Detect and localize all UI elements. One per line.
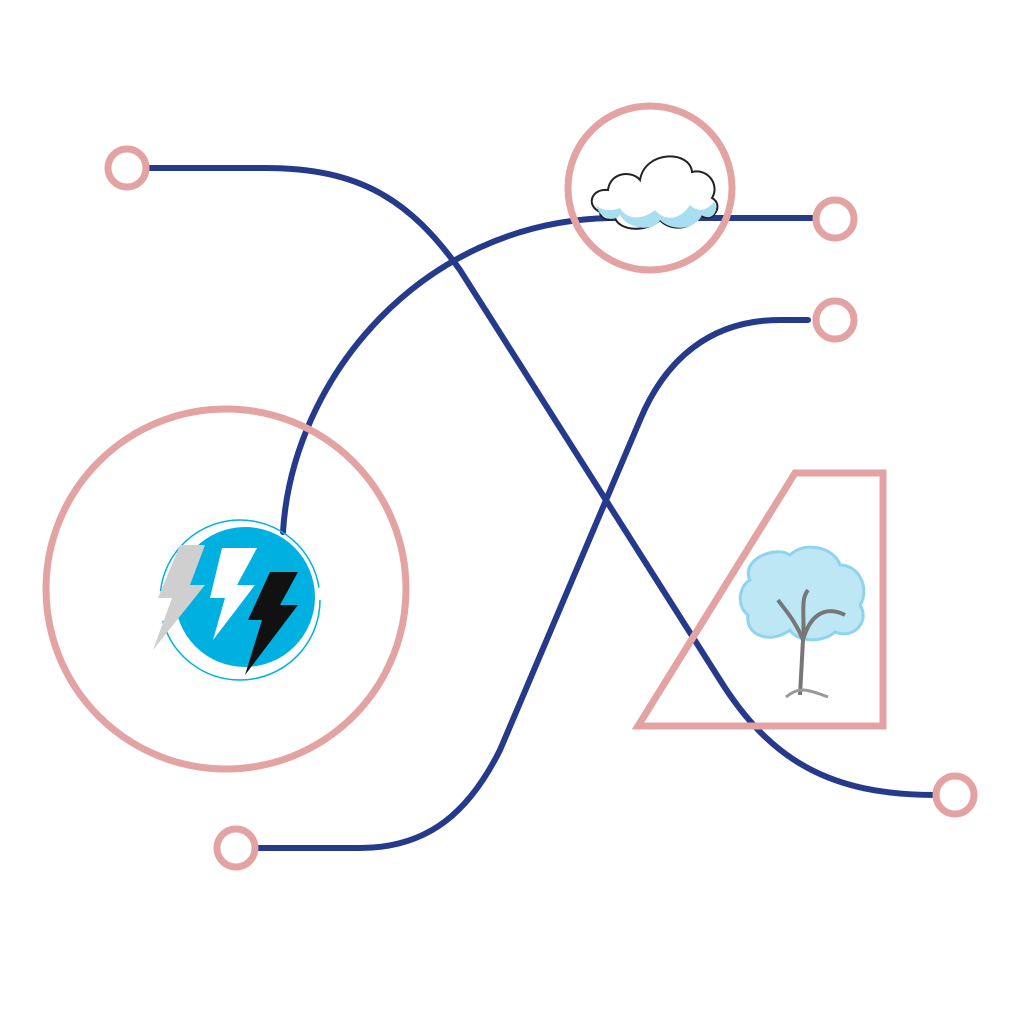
node-endpoint [932,772,978,818]
connector-line-a [145,165,938,798]
connector-line-c [255,317,811,851]
energy-ring [42,405,410,773]
node-endpoint [812,196,858,242]
tree-icon [738,545,866,699]
connector-line-b [280,215,815,535]
cloud-ring [564,102,736,274]
node-endpoint [812,297,858,343]
cloud-icon [590,155,719,230]
node-endpoint [213,825,259,871]
energy-icon [153,519,321,681]
node-endpoint [104,145,150,191]
tree-frame [631,469,887,730]
